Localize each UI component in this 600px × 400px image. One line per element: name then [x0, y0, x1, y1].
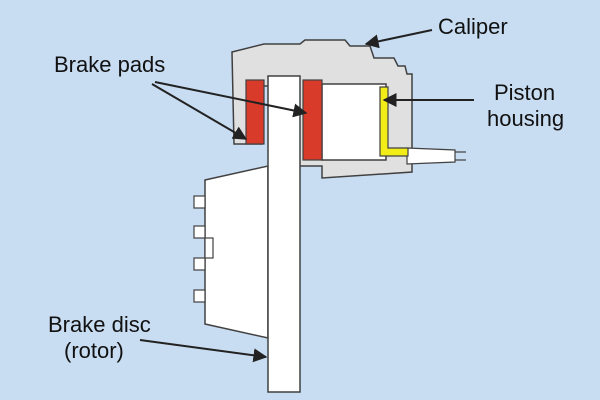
caliper-arrow [364, 29, 433, 49]
piston-housing [321, 83, 387, 161]
hub-bracket [193, 165, 269, 339]
hub-body [204, 165, 269, 339]
brake-fluid-line [406, 147, 466, 165]
brake-disc-label-line2: (rotor) [64, 338, 124, 363]
piston-housing-label-line2: housing [487, 106, 564, 131]
hub-bolt [193, 195, 206, 209]
hub-bolt [193, 289, 206, 303]
brake-disc-arrow [139, 339, 268, 363]
brake-pads-label: Brake pads [54, 52, 165, 77]
hub-step [204, 237, 214, 259]
brake-pad-outer [245, 79, 265, 145]
hub-bolt [193, 225, 206, 239]
brake-pad-arrow-outer [151, 83, 248, 140]
brake-disc-label-line1: Brake disc [48, 312, 151, 337]
brake-disc [267, 75, 301, 393]
brake-pad-arrow-inner [154, 81, 308, 118]
hub-bolt [193, 257, 206, 271]
piston-housing-label-line1: Piston [494, 80, 555, 105]
caliper-label: Caliper [438, 14, 508, 39]
brake-pad-inner [302, 79, 323, 161]
